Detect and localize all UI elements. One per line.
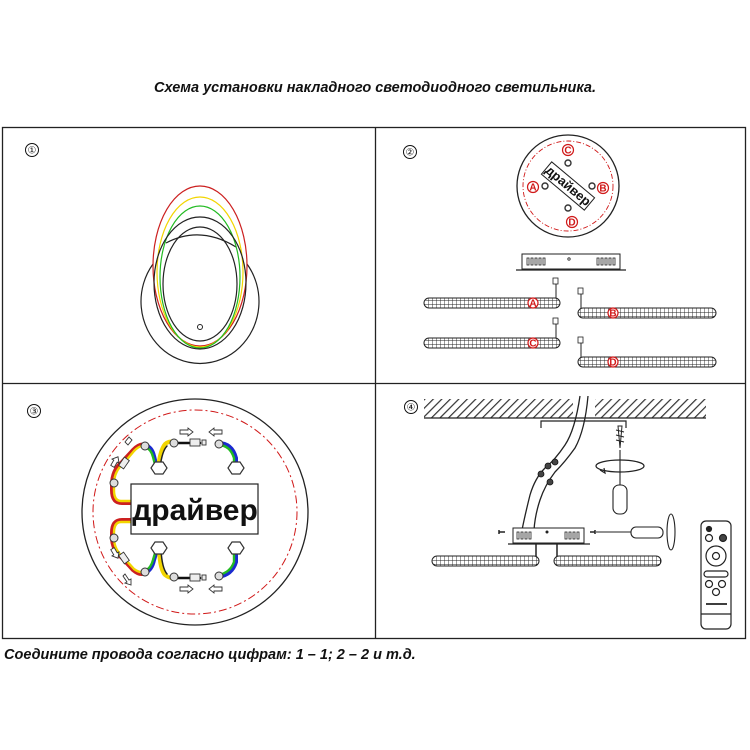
driver-box-large: драйвер (130, 483, 259, 535)
connector-badge-b: B (596, 181, 610, 195)
ceiling-hatch (424, 399, 706, 419)
led-module-b: B (577, 287, 717, 320)
led-module-c: C (423, 317, 561, 350)
step-number-3: ③ (27, 404, 41, 418)
step-number-4: ④ (404, 400, 418, 414)
quick-connector-icons (118, 438, 207, 582)
connector-badge-d: D (565, 215, 579, 229)
driver-label-large: драйвер (132, 494, 258, 527)
svg-text:A: A (529, 183, 536, 194)
svg-text:C: C (564, 146, 571, 157)
step-number-3-label: ③ (30, 407, 39, 418)
connector-badge-c: C (561, 143, 575, 157)
direction-arrow-icons (110, 427, 223, 594)
led-module-a: A (423, 277, 561, 310)
wire-terminal-icons (109, 438, 224, 582)
svg-text:B: B (599, 184, 606, 195)
driver-housing-mounted (498, 527, 596, 557)
remote-control-icon (700, 520, 732, 630)
screw-icon (615, 425, 625, 449)
svg-text:B: B (609, 309, 616, 320)
step-number-2-label: ② (406, 148, 415, 159)
panel-1: ① (25, 143, 260, 365)
mounting-bracket (540, 420, 627, 428)
driver-housing-side (516, 253, 626, 271)
svg-text:A: A (529, 299, 536, 310)
ceiling-base-circle (140, 234, 260, 365)
svg-text:D: D (609, 358, 616, 369)
panel-frame (1, 126, 747, 640)
connector-badge-a: A (526, 180, 540, 194)
screw-hole-icon (197, 324, 203, 330)
svg-text:D: D (568, 218, 575, 229)
panel-4: ④ (404, 395, 732, 630)
panel-3: ③ (27, 398, 309, 626)
wire-connector-icons (537, 458, 559, 486)
base-plate-top-view: драйвер C A B D (516, 134, 620, 238)
screwdriver-horizontal-icon (596, 513, 676, 551)
diagram-title: Схема установки накладного светодиодного… (154, 80, 596, 96)
step-number-1: ① (25, 143, 39, 157)
step-number-1-label: ① (28, 146, 37, 157)
svg-text:C: C (529, 339, 536, 350)
mounting-circle (92, 409, 298, 615)
cable-gland-icons (150, 461, 245, 555)
base-plate-outline (81, 398, 309, 626)
panel-2: ② драйвер C A (403, 134, 717, 369)
wiring-instruction-note: Соедините провода согласно цифрам: 1 – 1… (4, 647, 416, 663)
step-number-2: ② (403, 145, 417, 159)
led-modules-side (431, 555, 662, 567)
supply-cables (521, 395, 589, 531)
step-number-4-label: ④ (407, 403, 416, 414)
screwdriver-vertical-icon (612, 450, 628, 515)
led-module-d: D (577, 336, 717, 369)
led-ring-layers (152, 185, 248, 350)
